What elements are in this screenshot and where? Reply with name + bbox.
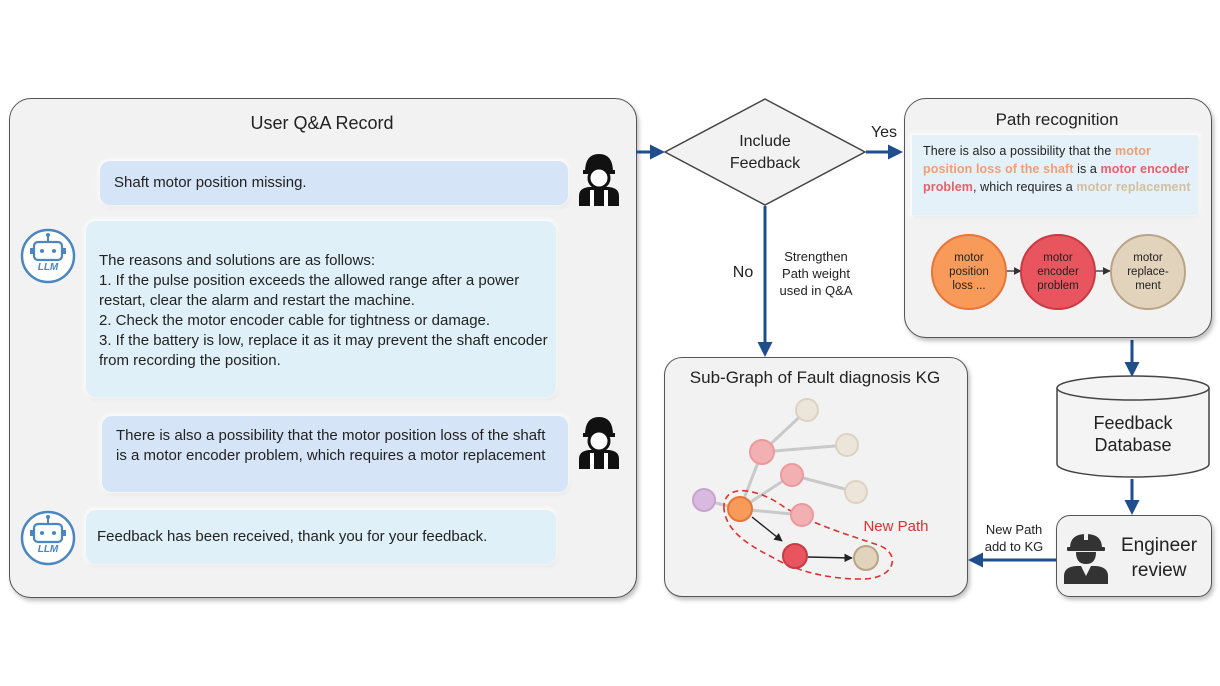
kg-node	[692, 488, 716, 512]
decision-text: Include Feedback	[729, 133, 801, 172]
llm-message-1: The reasons and solutions are as follows…	[86, 221, 556, 397]
kg-node	[795, 398, 819, 422]
path-sentence-box: There is also a possibility that the mot…	[912, 135, 1198, 215]
decision-yes-label: Yes	[870, 124, 898, 141]
path-node-motor-encoder-problem: motor encoder problem	[1020, 234, 1096, 310]
subgraph-title: Sub-Graph of Fault diagnosis KG	[689, 368, 941, 387]
kg-node	[749, 439, 775, 465]
path-sentence-part: , which requires a	[973, 180, 1077, 194]
path-node-motor-replacement: motor replace- ment	[1110, 234, 1186, 310]
path-sentence-part: motor encoder problem	[923, 162, 1190, 194]
kg-node-motor-position-loss	[727, 496, 753, 522]
user-message-1: Shaft motor position missing.	[100, 161, 568, 205]
path-sentence-part: is a	[1073, 162, 1101, 176]
llm-message-2: Feedback has been received, thank you fo…	[86, 510, 556, 564]
feedback-database-label: Feedback Database	[1093, 413, 1173, 455]
decision-no-label: No	[732, 264, 754, 281]
new-path-label: New Path	[863, 518, 929, 535]
new-path-outline	[723, 489, 894, 580]
llm-bot-label: LLM	[37, 544, 59, 555]
decision-diamond	[663, 98, 867, 206]
new-path-add-note: New Path add to KG	[984, 522, 1044, 554]
path-node-motor-position-loss: motor position loss ...	[931, 234, 1007, 310]
path-sentence-part: motor position loss of the shaft	[923, 144, 1151, 176]
kg-node	[780, 463, 804, 487]
user-avatar-icon	[579, 154, 619, 206]
engineer-review-label: Engineer review	[1120, 535, 1198, 581]
llm-bot-icon: LLM	[20, 228, 76, 284]
path-recognition-title: Path recognition	[995, 110, 1119, 129]
kg-node	[844, 480, 868, 504]
path-sentence-part: There is also a possibility that the	[923, 144, 1115, 158]
path-sentence-text: There is also a possibility that the mot…	[923, 142, 1193, 196]
user-avatar-icon	[579, 417, 619, 469]
kg-node	[790, 503, 814, 527]
llm-bot-label: LLM	[37, 262, 59, 273]
path-node-links	[1006, 267, 1111, 275]
llm-bot-icon: LLM	[20, 510, 76, 566]
user-message-1-text: Shaft motor position missing.	[114, 174, 307, 191]
qa-record-title: User Q&A Record	[250, 113, 394, 133]
path-sentence-part: motor replacement	[1076, 180, 1191, 194]
feedback-database-cylinder	[1056, 375, 1210, 478]
llm-message-1-text: The reasons and solutions are as follows…	[99, 252, 548, 369]
kg-node-motor-replacement	[853, 545, 879, 571]
llm-message-2-text: Feedback has been received, thank you fo…	[97, 528, 488, 545]
subgraph-graph	[692, 398, 894, 580]
kg-node	[835, 433, 859, 457]
user-message-2: There is also a possibility that the mot…	[102, 416, 568, 492]
strengthen-note: Strengthen Path weight used in Q&A	[779, 249, 853, 298]
engineer-icon	[1064, 532, 1108, 584]
kg-node-motor-encoder-problem	[782, 543, 808, 569]
user-message-2-text: There is also a possibility that the mot…	[116, 427, 546, 464]
